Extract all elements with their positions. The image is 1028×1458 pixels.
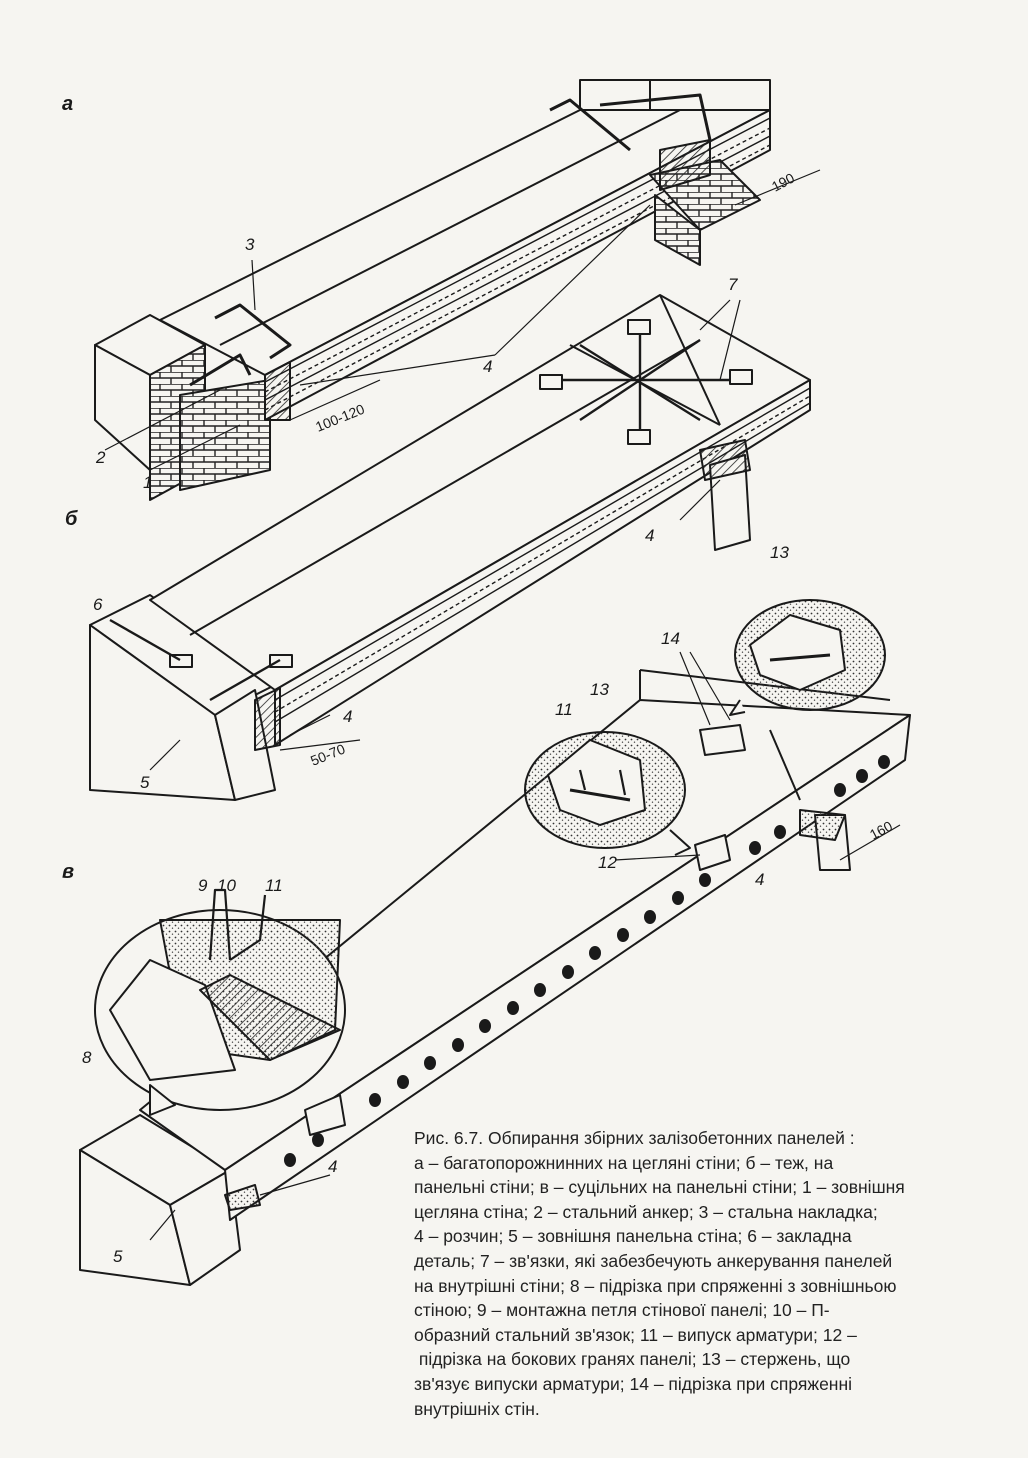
label-6: 6	[93, 595, 103, 614]
dimension-160: 160	[867, 817, 895, 842]
panel-a-drawing	[94, 79, 821, 501]
label-11-b: 11	[555, 700, 573, 719]
caption-line: внутрішніх стін.	[414, 1398, 540, 1419]
caption-line: Рис. 6.7. Обпирання збірних залізобетонн…	[414, 1128, 855, 1148]
caption-line: зв'язує випуски арматури; 14 – підрізка …	[414, 1373, 853, 1394]
caption-line: на внутрішні стіни; 8 – підрізка при спр…	[414, 1275, 897, 1296]
dimension-190: 190	[769, 169, 797, 194]
steel-anchor-2	[189, 353, 252, 387]
label-4-b: 4	[645, 526, 654, 545]
caption-line: підрізка на бокових гранях панелі; 13 – …	[414, 1349, 851, 1370]
label-12: 12	[598, 853, 617, 872]
panel-c-drawing	[79, 599, 911, 1286]
label-4-e: 4	[328, 1157, 337, 1176]
label-5-c: 5	[113, 1247, 123, 1266]
label-4-d: 4	[755, 870, 764, 889]
label-4-c: 4	[343, 707, 352, 726]
steel-cover-plate-3	[214, 303, 292, 360]
figure-caption: Рис. 6.7. Обпирання збірних залізобетонн…	[414, 1126, 1014, 1421]
caption-line: образний стальний зв'язок; 11 – випуск а…	[414, 1324, 857, 1345]
notch-side	[304, 1094, 346, 1136]
section-label-v: в	[62, 861, 74, 883]
label-13-b: 13	[590, 680, 609, 699]
label-10: 10	[217, 876, 236, 895]
label-8: 8	[82, 1048, 92, 1067]
dimension-50-70: 50-70	[308, 740, 347, 768]
caption-line: цегляна стіна; 2 – стальний анкер; 3 – с…	[414, 1201, 878, 1222]
label-2: 2	[95, 448, 106, 467]
caption-line: стіною; 9 – монтажна петля стінової пане…	[414, 1300, 830, 1321]
label-14: 14	[661, 629, 680, 648]
section-label-b: б	[65, 508, 78, 530]
caption-line: деталь; 7 – зв'язки, які забезбечують ан…	[414, 1250, 893, 1271]
label-11-c: 11	[265, 876, 283, 895]
caption-line: 4 – розчин; 5 – зовнішня панельна стіна;…	[414, 1226, 852, 1247]
label-3: 3	[245, 235, 255, 254]
label-13-top: 13	[770, 543, 789, 562]
label-9: 9	[198, 876, 208, 895]
label-5-b: 5	[140, 773, 150, 792]
anchor-ties-7	[540, 325, 740, 440]
label-7: 7	[728, 275, 738, 294]
label-4-a: 4	[483, 357, 492, 376]
panel-c-holes	[284, 755, 890, 1167]
brick-wall-under-panel	[179, 379, 271, 491]
section-label-a: а	[62, 93, 73, 115]
caption-line: панельні стіни; в – суцільних на панельн…	[414, 1177, 905, 1198]
panel-b-drawing	[89, 294, 811, 801]
caption-line: а – багатопорожнинних на цегляні стіни; …	[414, 1152, 834, 1173]
label-1: 1	[143, 473, 152, 492]
